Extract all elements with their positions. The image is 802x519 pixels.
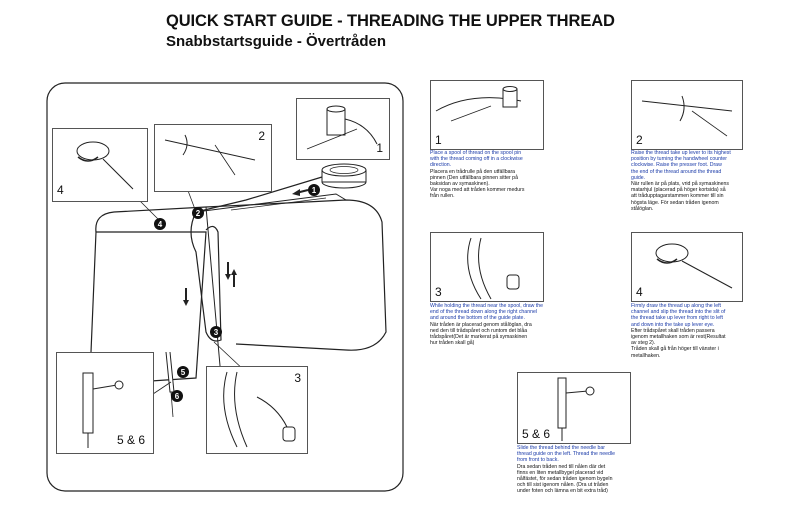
marker-6: 6 [171,390,183,402]
svg-text:3: 3 [214,328,219,337]
svg-text:2: 2 [196,209,201,218]
callout-4-label: 4 [57,183,64,197]
svg-text:6: 6 [175,392,180,401]
callout-2-label: 2 [258,129,265,143]
main-threading-diagram: 1 2 3 4 5 6 1 [46,82,404,492]
marker-3: 3 [210,326,222,338]
callout-5-6-label: 5 & 6 [116,433,145,447]
step-4-number: 4 [636,285,643,299]
step-3-number: 3 [435,285,442,299]
step-4-caption: Firmly draw the thread up along the left… [631,303,726,359]
step-1-caption: Place a spool of thread on the spool pin… [430,150,525,200]
step-2-number: 2 [636,133,643,147]
svg-text:5: 5 [181,368,186,377]
callout-step-3: 3 [206,366,308,454]
marker-4: 4 [154,218,166,230]
callout-step-5-6: 5 & 6 [56,352,154,454]
step-2-panel: 2 [631,80,743,150]
callout-step-2: 2 [154,124,272,192]
step-3-panel: 3 [430,232,544,302]
page-subtitle: Snabbstartsguide - Övertråden [166,33,387,50]
callout-step-1: 1 [296,98,390,160]
callout-step-4: 4 [52,128,148,202]
page-title: QUICK START GUIDE - THREADING THE UPPER … [166,12,615,30]
callout-3-label: 3 [294,371,301,385]
marker-1: 1 [308,184,320,196]
marker-5: 5 [177,366,189,378]
marker-2: 2 [192,207,204,219]
step-2-caption: Raise the thread take up lever to its hi… [631,150,731,212]
step-5-6-number: 5 & 6 [522,427,551,441]
callout-1-label: 1 [376,141,383,155]
step-1-panel: 1 [430,80,544,150]
svg-text:4: 4 [158,220,163,229]
step-3-caption: While holding the thread near the spool,… [430,303,544,347]
svg-text:1: 1 [312,186,317,195]
step-4-panel: 4 [631,232,743,302]
step-5-6-panel: 5 & 6 [517,372,631,444]
step-1-number: 1 [435,133,442,147]
